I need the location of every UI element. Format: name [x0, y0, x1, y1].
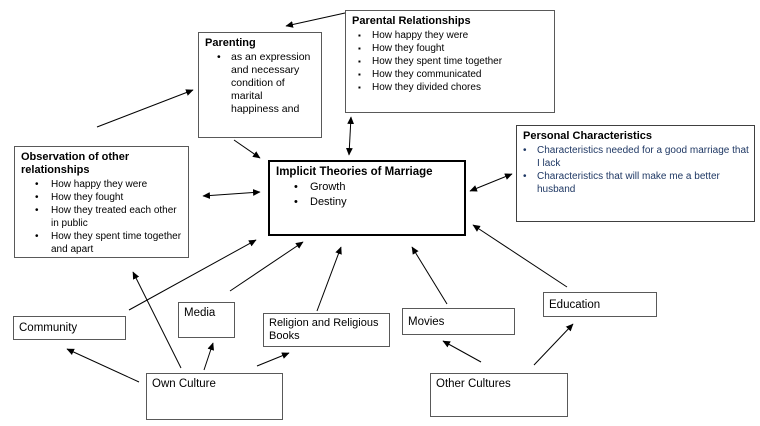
- bullet-item: Characteristics needed for a good marria…: [523, 144, 752, 170]
- node-media: Media: [178, 302, 235, 338]
- node-religion: Religion and Religious Books: [263, 313, 390, 347]
- bullet-item: Characteristics that will make me a bett…: [523, 170, 752, 196]
- arrow-other-cultures-to-movies: [442, 340, 482, 363]
- bullet-item: How they divided chores: [356, 81, 550, 94]
- node-community: Community: [13, 316, 126, 340]
- bullet-item: How they spent time together and apart: [35, 230, 184, 256]
- arrow-observation-to-parenting: [96, 89, 194, 128]
- bullet-item: How they treated each other in public: [35, 204, 184, 230]
- arrow-other-cultures-to-education: [533, 323, 574, 366]
- arrow-own-culture-to-observation: [132, 271, 182, 369]
- bullet-item: How they fought: [35, 191, 184, 204]
- bullet-item: How they spent time together: [356, 55, 550, 68]
- arrow-own-culture-to-media: [203, 342, 215, 371]
- node-implicit-theories-of-marriage: Implicit Theories of Marriage Growth Des…: [268, 160, 466, 236]
- node-movies: Movies: [402, 308, 515, 335]
- bullet-item: as an expression and necessary condition…: [217, 51, 313, 116]
- arrow-community-to-center: [128, 239, 257, 311]
- node-education-label: Education: [549, 298, 601, 311]
- node-observation-of-other-relationships: Observation of other relationships How h…: [14, 146, 189, 258]
- bullet-item: Growth: [294, 180, 460, 195]
- node-community-label: Community: [19, 322, 78, 334]
- arrow-own-culture-to-religion: [256, 352, 290, 367]
- node-own-culture: Own Culture: [146, 373, 283, 420]
- bullet-item: How happy they were: [35, 178, 184, 191]
- node-center-title: Implicit Theories of Marriage: [276, 166, 433, 178]
- node-other-cultures-label: Other Cultures: [436, 378, 511, 390]
- bullet-item: How they fought: [356, 42, 550, 55]
- arrow-education-to-center: [472, 224, 568, 288]
- node-personal-characteristics: Personal Characteristics Characteristics…: [516, 125, 755, 222]
- bullet-item: How they communicated: [356, 68, 550, 81]
- node-own-culture-label: Own Culture: [152, 378, 216, 390]
- bullet-item: How happy they were: [356, 29, 550, 42]
- node-personal-characteristics-title: Personal Characteristics: [523, 130, 653, 142]
- node-parental-relationships: Parental Relationships How happy they we…: [345, 10, 555, 113]
- node-religion-label: Religion and Religious Books: [269, 317, 379, 342]
- arrow-observation-center-two-way: [202, 189, 261, 199]
- node-observation-title: Observation of other relationships: [21, 151, 130, 176]
- arrow-movies-to-center: [411, 246, 448, 305]
- bullet-item: Destiny: [294, 195, 460, 210]
- node-media-label: Media: [184, 307, 216, 319]
- arrow-religion-to-center: [316, 246, 342, 312]
- node-parental-relationships-title: Parental Relationships: [352, 15, 471, 27]
- arrow-parenting-to-center: [233, 139, 261, 159]
- node-education: Education: [543, 292, 657, 317]
- arrow-parental-relationships-center-two-way: [345, 116, 355, 156]
- arrow-center-personal-characteristics-two-way: [469, 173, 513, 192]
- node-parenting: Parenting as an expression and necessary…: [198, 32, 322, 138]
- node-parenting-title: Parenting: [205, 37, 256, 49]
- arrow-parental-relationships-to-parenting: [285, 12, 346, 28]
- node-other-cultures: Other Cultures: [430, 373, 568, 417]
- arrow-media-to-center: [229, 241, 304, 292]
- node-movies-label: Movies: [408, 315, 445, 328]
- arrow-own-culture-to-community: [66, 348, 140, 383]
